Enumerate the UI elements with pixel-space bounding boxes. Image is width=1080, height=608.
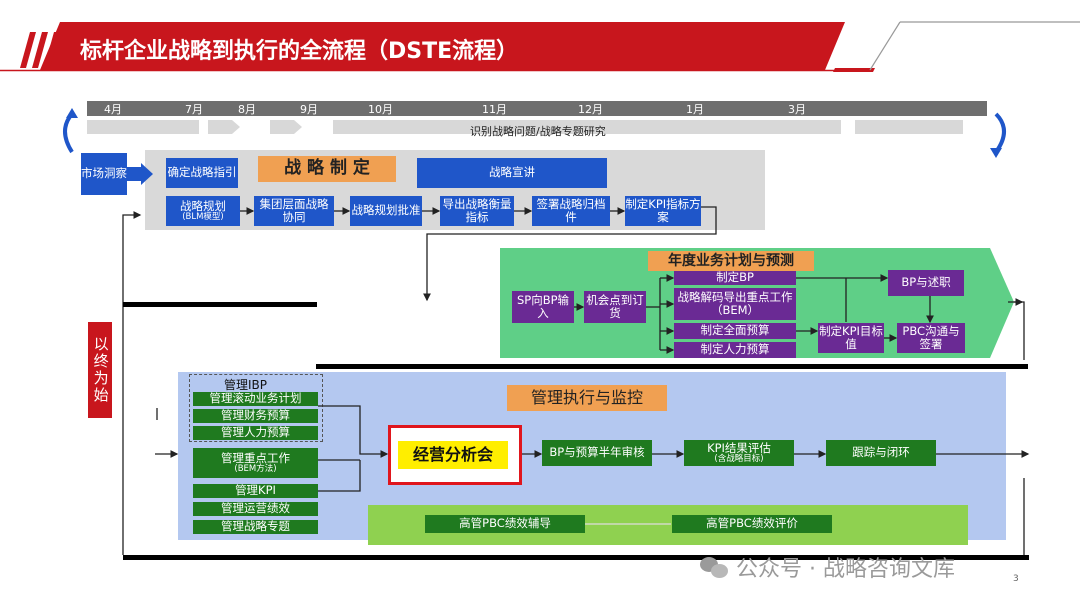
strategy-step-box: 导出战略衡量指标	[440, 196, 514, 226]
watermark-text: 公众号 · 战略咨询文库	[736, 557, 955, 582]
arrow-right-icon	[127, 163, 153, 185]
kpi-eval-label: KPI结果评估	[707, 440, 771, 455]
strategy-guide-box: 确定战略指引	[166, 158, 238, 188]
bp-report-box: BP与述职	[888, 270, 964, 296]
strategy-section-title: 战 略 制 定	[258, 156, 396, 182]
ibp-item: 管理滚动业务计划	[193, 392, 318, 406]
kpi-eval-sub-label: (含战略目标)	[714, 453, 764, 464]
watermark: 公众号 · 战略咨询文库	[700, 551, 955, 583]
strategy-announce-box: 战略宣讲	[417, 158, 607, 188]
sp-input-box: SP向BP输入	[512, 291, 574, 323]
strategy-step-box: 战略规划批准	[350, 196, 422, 226]
manage-kpi-box: 管理KPI	[193, 484, 318, 498]
month-label: 11月	[482, 103, 507, 116]
month-label: 1月	[686, 103, 704, 116]
close-loop-box: 跟踪与闭环	[826, 440, 936, 466]
make-bp-box: 制定BP	[674, 271, 796, 285]
hr-budget-box: 制定人力预算	[674, 342, 796, 358]
manage-topics-box: 管理战略专题	[193, 520, 318, 534]
step-label: 战略规划	[180, 198, 226, 213]
kpi-eval-box: KPI结果评估 (含战略目标)	[684, 440, 794, 466]
decode-box: 战略解码导出重点工作（BEM）	[674, 288, 796, 320]
month-label: 10月	[368, 103, 393, 116]
market-insight-box: 市场洞察	[81, 153, 127, 195]
pbc-eval-box: 高管PBC绩效评价	[672, 515, 832, 533]
ibp-item: 管理人力预算	[193, 426, 318, 440]
ibp-item: 管理财务预算	[193, 409, 318, 423]
month-label: 4月	[104, 103, 122, 116]
manage-ops-box: 管理运营绩效	[193, 502, 318, 516]
cycle-arrow-left-icon	[63, 108, 78, 154]
ibp-title: 管理IBP	[224, 378, 268, 392]
strategy-step-box: 战略规划 (BLM模型)	[166, 196, 240, 226]
timeline-label: 识别战略问题/战略专题研究	[470, 125, 606, 138]
cycle-arrow-right-icon	[990, 112, 1006, 158]
month-label: 8月	[238, 103, 256, 116]
page-title: 标杆企业战略到执行的全流程（DSTE流程）	[80, 39, 519, 64]
page-number: 3	[1013, 574, 1019, 584]
month-label: 3月	[788, 103, 806, 116]
strategy-step-box: 签署战略归档件	[532, 196, 610, 226]
business-analysis-meeting-box: 经营分析会	[398, 441, 508, 469]
key-work-label: 管理重点工作	[221, 450, 290, 465]
key-work-box: 管理重点工作 (BEM方法)	[193, 448, 318, 478]
ibp-group	[189, 374, 323, 442]
month-label: 9月	[300, 103, 318, 116]
annual-plan-title: 年度业务计划与预测	[648, 251, 814, 271]
pbc-box: PBC沟通与签署	[897, 323, 965, 353]
step-sub-label: (BLM模型)	[182, 211, 224, 222]
kpi-target-box: 制定KPI目标值	[818, 323, 884, 353]
timeline-bar	[87, 101, 987, 116]
timeline-phase-arrows	[87, 120, 963, 134]
title-banner-graphic	[0, 21, 1080, 72]
key-work-sub-label: (BEM方法)	[234, 463, 277, 474]
execution-section-title: 管理执行与监控	[507, 385, 667, 411]
review-box: BP与预算半年审核	[542, 440, 652, 466]
pbc-coach-box: 高管PBC绩效辅导	[425, 515, 585, 533]
opportunity-box: 机会点到订货	[584, 291, 646, 323]
side-label: 以终为始	[88, 322, 112, 418]
wechat-icon	[700, 555, 730, 579]
strategy-step-box: 集团层面战略协同	[254, 196, 334, 226]
month-label: 7月	[185, 103, 203, 116]
strategy-step-box: 制定KPI指标方案	[625, 196, 701, 226]
budget-box: 制定全面预算	[674, 323, 796, 339]
month-label: 12月	[578, 103, 603, 116]
